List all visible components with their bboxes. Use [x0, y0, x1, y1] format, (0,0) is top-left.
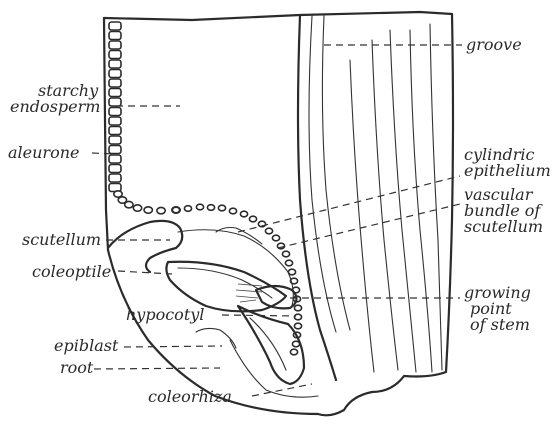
aleurone-cell — [109, 51, 121, 59]
aleurone-cell — [282, 251, 289, 257]
aleurone-cell — [272, 235, 279, 241]
leader-root — [94, 368, 220, 369]
aleurone-cell — [218, 205, 225, 211]
aleurone-cell — [109, 146, 121, 154]
labels: starchy endosperm aleurone scutellum col… — [8, 35, 551, 406]
aleurone-cell — [109, 155, 121, 163]
aleurone-cell — [133, 205, 141, 211]
aleurone-cell — [109, 79, 121, 87]
aleurone-cell — [144, 207, 152, 213]
label-scutellum-right: scutellum — [464, 217, 543, 236]
aleurone-cell — [249, 216, 256, 222]
aleurone-cell — [109, 98, 121, 106]
aleurone-cell — [109, 22, 121, 30]
aleurone-cell — [207, 205, 214, 211]
label-aleurone: aleurone — [8, 143, 79, 162]
leader-vascular — [278, 204, 460, 248]
aleurone-cell — [109, 60, 121, 68]
leader-coleoptile — [118, 271, 172, 274]
leader-epiblast — [124, 346, 222, 347]
leader-epithelium — [238, 176, 460, 232]
label-root: root — [60, 358, 94, 377]
aleurone-cell — [125, 201, 133, 207]
aleurone-cell — [265, 228, 272, 234]
leader-lines — [92, 45, 462, 396]
aleurone-cell — [109, 108, 121, 116]
aleurone-cell — [109, 174, 121, 182]
label-of-stem: of stem — [470, 315, 530, 334]
aleurone-cell — [290, 349, 297, 355]
label-epiblast: epiblast — [54, 336, 119, 355]
aleurone-cell — [109, 70, 121, 78]
label-scutellum: scutellum — [22, 230, 101, 249]
aleurone-cell — [229, 208, 236, 214]
aleurone-cell — [285, 260, 292, 266]
groove-region — [298, 15, 442, 380]
aleurone-cell — [109, 127, 121, 135]
aleurone-cell — [109, 165, 121, 173]
label-groove: groove — [466, 35, 522, 54]
label-coleoptile: coleoptile — [32, 262, 111, 281]
aleurone-cell — [288, 269, 295, 275]
label-epithelium: epithelium — [464, 161, 551, 180]
aleurone-cell — [157, 207, 165, 213]
aleurone-cell — [184, 206, 191, 212]
label-endosperm: endosperm — [10, 97, 100, 116]
aleurone-cell — [294, 314, 301, 320]
aleurone-cell — [294, 305, 301, 311]
aleurone-cell — [109, 32, 121, 40]
aleurone-cell — [172, 207, 179, 213]
label-hypocotyl: hypocotyl — [126, 305, 204, 324]
aleurone-cell — [109, 136, 121, 144]
aleurone-cell — [294, 323, 301, 329]
aleurone-cell — [109, 117, 121, 125]
aleurone-cell — [109, 89, 121, 97]
leader-hypocotyl — [222, 315, 296, 316]
aleurone-cell — [109, 41, 121, 49]
label-coleorhiza: coleorhiza — [148, 387, 232, 406]
aleurone-cell — [196, 204, 203, 210]
aleurone-cell — [240, 211, 247, 217]
